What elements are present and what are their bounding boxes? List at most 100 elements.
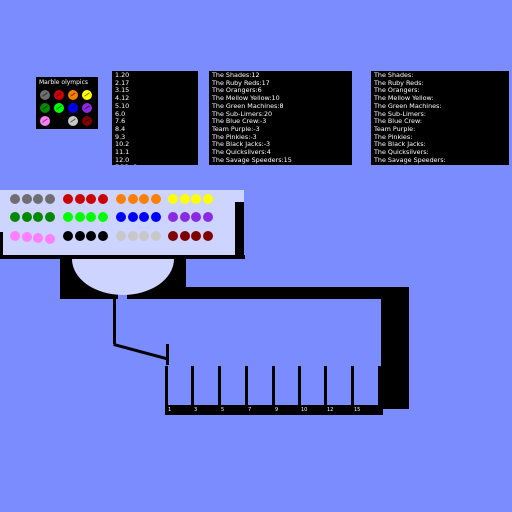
score-row: The Black Jacks:-3 — [212, 140, 271, 149]
logo-ball — [54, 116, 64, 126]
score-row: The Ruby Reds:17 — [212, 78, 270, 87]
names-panel: The Shades:The Ruby Reds:The Orangers:Th… — [371, 71, 509, 165]
game-title: Marble olympics — [39, 79, 89, 86]
logo-ball — [40, 103, 50, 113]
score-row: The Shades:12 — [212, 71, 260, 79]
team-name-row: Team Purple: — [374, 124, 416, 133]
marble — [116, 231, 126, 241]
logo-ball — [68, 90, 78, 100]
time-row: 1.20 — [115, 71, 130, 79]
slot-divider — [218, 366, 221, 409]
marble — [86, 212, 96, 222]
slot-divider — [378, 366, 381, 409]
logo-ball — [40, 90, 50, 100]
marble — [168, 231, 178, 241]
marble — [139, 194, 149, 204]
marble — [21, 212, 32, 222]
marble — [139, 231, 149, 241]
time-row: 4.12 — [115, 94, 130, 103]
slot-label: 7 — [248, 407, 252, 413]
marble — [44, 212, 55, 222]
marble — [74, 231, 85, 241]
marble — [74, 194, 85, 204]
score-row: The Quicksilvers:4 — [212, 148, 271, 157]
funnel-bowl — [72, 259, 174, 295]
marble — [202, 194, 213, 204]
marble — [139, 212, 149, 222]
marble — [63, 212, 73, 222]
team-name-row: The Pinkies: — [374, 132, 413, 141]
logo-ball — [82, 116, 92, 126]
team-name-row: The Savage Speeders: — [374, 155, 446, 164]
track-right-column — [381, 287, 409, 409]
slot-label: 12 — [327, 407, 334, 413]
time-row: 6.0 — [115, 109, 126, 118]
logo-panel: Marble olympics — [36, 77, 98, 129]
starting-box-right-wall — [235, 202, 244, 258]
marble — [63, 231, 73, 241]
team-name-row: The Shades: — [374, 71, 414, 79]
slot-label: 15 — [354, 407, 361, 413]
slot-divider — [324, 366, 327, 409]
marble — [202, 212, 213, 222]
marble — [21, 232, 32, 242]
logo-ball — [54, 90, 64, 100]
logo-ball — [68, 116, 78, 126]
marble — [86, 194, 96, 204]
marble — [33, 233, 43, 243]
score-row: The Sub-Limers:20 — [212, 109, 273, 118]
time-row: 9.3 — [115, 132, 126, 141]
marble — [168, 212, 178, 222]
marble — [97, 212, 108, 222]
marble — [179, 194, 190, 204]
marble — [44, 194, 55, 204]
slot-label: 3 — [194, 407, 198, 413]
marble — [63, 194, 73, 204]
marble — [74, 212, 85, 222]
slot-divider — [165, 366, 168, 409]
slot-label: 10 — [301, 407, 308, 413]
logo-ball — [82, 103, 92, 113]
slot-label: 5 — [221, 407, 225, 413]
drop-pipe — [113, 297, 116, 344]
time-row: 10.2 — [115, 140, 130, 149]
score-row: The Savage Speeders:15 — [212, 155, 292, 164]
score-row: The Pinkies:-3 — [212, 132, 257, 141]
marble — [202, 231, 213, 241]
time-row: 2.17 — [115, 78, 130, 87]
starting-box-left-wall — [0, 232, 3, 258]
marble — [191, 212, 201, 222]
marble — [10, 194, 20, 204]
marble — [179, 231, 190, 241]
marble — [168, 194, 178, 204]
marble — [127, 212, 138, 222]
team-name-row: The Sub-Limers: — [374, 109, 426, 118]
marble — [10, 231, 20, 241]
logo-ball — [82, 90, 92, 100]
marble — [150, 212, 161, 222]
time-row: 5.10 — [115, 101, 130, 110]
team-name-row: The Quicksilvers: — [374, 148, 429, 157]
marble — [97, 231, 108, 241]
marble — [116, 194, 126, 204]
slot-divider — [191, 366, 194, 409]
logo-ball-grid — [40, 90, 95, 126]
ramp-stop — [166, 344, 169, 365]
marble — [150, 231, 161, 241]
starting-box-floor — [0, 255, 245, 259]
track-top-rail — [186, 287, 402, 299]
time-row: DSQ,-2 — [115, 164, 195, 165]
marble — [116, 212, 126, 222]
slot-label: 1 — [168, 407, 172, 413]
marble — [179, 212, 190, 222]
team-name-row: The Black Jacks: — [374, 140, 426, 149]
marble — [191, 194, 201, 204]
logo-ball — [40, 116, 50, 126]
team-name-row: The Blue Crew: — [374, 117, 423, 126]
score-row: The Green Machines:8 — [212, 101, 284, 110]
time-row: 8.4 — [115, 124, 126, 133]
logo-ball — [68, 103, 78, 113]
marble — [191, 231, 201, 241]
